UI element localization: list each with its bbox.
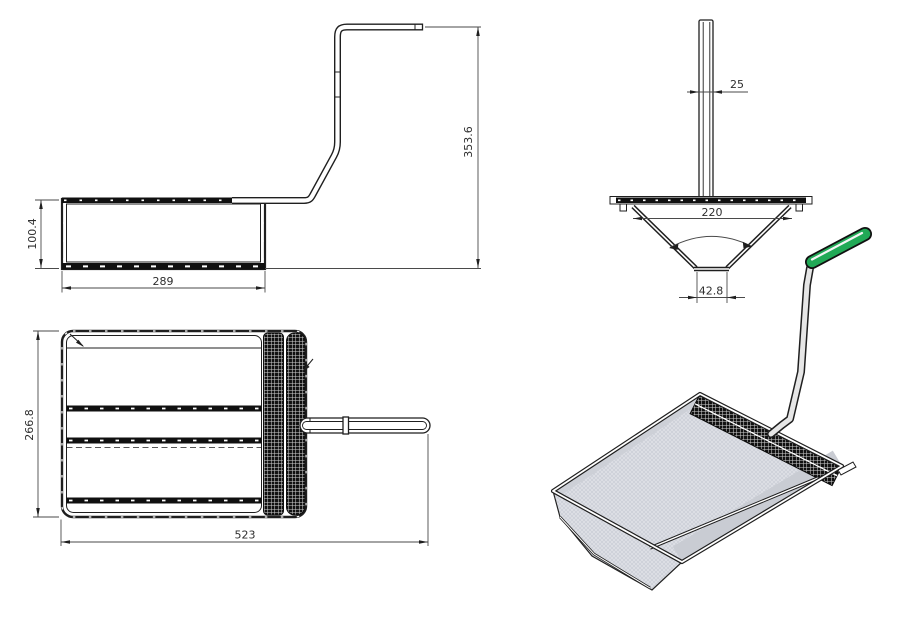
arrowhead	[727, 295, 736, 300]
arrowhead	[419, 540, 428, 544]
iso-rim-tube-highlight	[552, 393, 843, 563]
top-basket-inner-line	[66, 335, 262, 513]
iso-support-tube-highlight	[649, 477, 819, 549]
iso-handle-tube	[768, 265, 813, 437]
dim-front-opening-width-label: 220	[702, 206, 723, 219]
front-handle-tube	[698, 19, 714, 199]
side-basket-inner-line	[66, 203, 261, 263]
iso-left-wall	[553, 394, 704, 496]
front-rim-end-stub	[619, 203, 627, 212]
dim-side-length-label: 289	[153, 275, 174, 288]
handle-grip-highlight	[810, 231, 864, 261]
dim-side-height-label: 100.4	[26, 218, 39, 250]
front-right-wall-highlight	[726, 205, 791, 269]
dim-top-length-label: 523	[235, 529, 256, 542]
dim-side-total-height-label: 353.6	[462, 126, 475, 158]
top-handle-tube	[299, 417, 431, 434]
arrowhead	[302, 364, 310, 372]
arrowhead	[76, 339, 84, 347]
front-arc-annotation	[669, 235, 752, 248]
side-basket-outline	[60, 197, 267, 271]
front-rim-band	[616, 197, 806, 203]
arrowhead	[633, 216, 642, 221]
arrowhead	[476, 27, 480, 36]
iso-right-wall	[672, 450, 842, 562]
dim-front-tube-width-label: 25	[730, 78, 744, 91]
dim-top-depth-label: 266.8	[23, 409, 36, 441]
arrowhead	[690, 90, 699, 94]
handle-grip	[806, 228, 871, 268]
top-handle-inner-line	[302, 421, 427, 430]
iso-front-bottom-tube-highlight	[559, 516, 651, 589]
top-view: 266.8 523	[23, 329, 431, 546]
arrowhead	[39, 200, 43, 209]
arrowhead	[36, 508, 40, 517]
iso-ramp-divider	[694, 403, 838, 477]
arrowhead	[669, 243, 679, 250]
top-handle-collar	[342, 416, 350, 435]
top-mesh-strip	[263, 332, 284, 516]
arrowhead	[61, 540, 70, 544]
arrowhead	[713, 90, 722, 94]
arrowhead	[476, 259, 480, 268]
side-view: 353.6 100.4 289	[26, 23, 481, 293]
arrowhead	[62, 286, 71, 290]
dim-front-bottom-width-label: 42.8	[699, 285, 724, 298]
front-left-wall-highlight	[632, 205, 697, 269]
iso-view	[550, 227, 872, 591]
front-rim-end-stub	[795, 203, 803, 212]
arrowhead	[783, 216, 792, 221]
side-handle-tube-bore	[232, 24, 423, 203]
side-basket-bottom-mesh	[62, 263, 265, 270]
arrowhead	[256, 286, 265, 290]
arrowhead	[39, 259, 43, 268]
arrowhead	[688, 295, 697, 300]
iso-hook-tab	[837, 461, 857, 476]
arrowhead	[742, 241, 752, 249]
side-basket-top-rim	[62, 197, 265, 203]
arrowhead	[36, 331, 40, 340]
front-view: 25 220 42.8	[609, 19, 813, 303]
